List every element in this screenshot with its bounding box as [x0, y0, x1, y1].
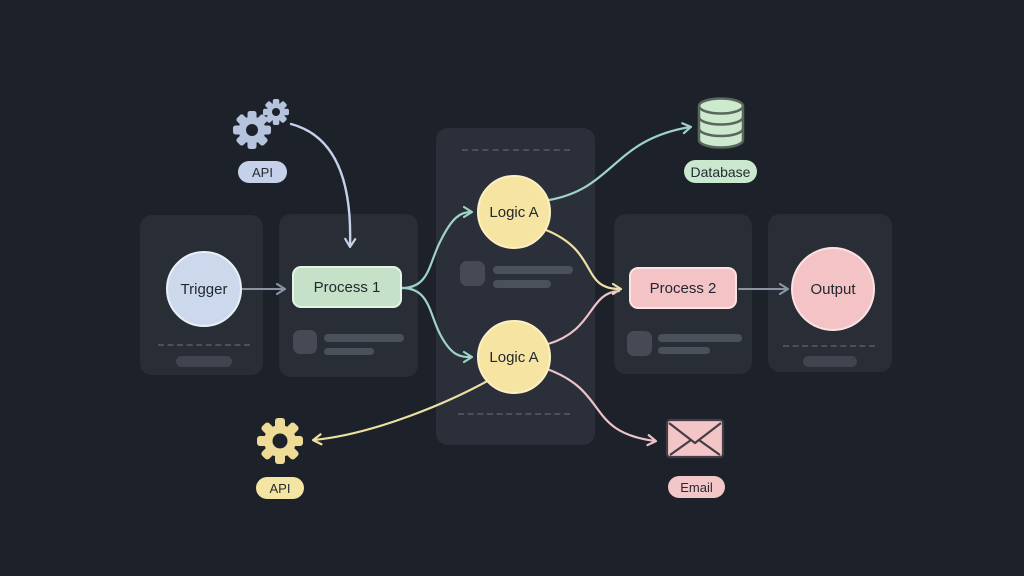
skeleton-square [293, 330, 317, 354]
email-icon[interactable] [665, 418, 725, 459]
node-trigger[interactable]: Trigger [166, 251, 242, 327]
database-icon[interactable] [697, 97, 745, 149]
email-badge-label: Email [680, 479, 713, 495]
skeleton-bar [493, 266, 573, 274]
node-logic-a-top-label: Logic A [489, 203, 539, 221]
skeleton-dashes [158, 344, 250, 346]
api-badge-top-label: API [252, 164, 273, 180]
skeleton-bar [324, 348, 374, 355]
node-logic-a-top[interactable]: Logic A [477, 175, 551, 249]
node-output-label: Output [810, 280, 856, 298]
gear-icon[interactable] [257, 418, 303, 464]
node-logic-a-bottom[interactable]: Logic A [477, 320, 551, 394]
skeleton-bar [324, 334, 404, 342]
skeleton-dashes [458, 413, 570, 415]
email-badge[interactable]: Email [668, 476, 725, 498]
node-process2[interactable]: Process 2 [629, 267, 737, 309]
skeleton-square [627, 331, 652, 356]
node-logic-a-bottom-label: Logic A [489, 348, 539, 366]
api-badge-top[interactable]: API [238, 161, 287, 183]
node-process1[interactable]: Process 1 [292, 266, 402, 308]
skeleton-pill [176, 356, 232, 367]
database-badge-label: Database [690, 163, 751, 180]
skeleton-pill [803, 356, 857, 367]
node-process1-label: Process 1 [313, 278, 381, 296]
node-output[interactable]: Output [791, 247, 875, 331]
skeleton-dashes [462, 149, 570, 151]
database-badge[interactable]: Database [684, 160, 757, 183]
node-trigger-label: Trigger [180, 280, 228, 298]
skeleton-bar [493, 280, 551, 288]
skeleton-dashes [783, 345, 875, 347]
skeleton-square [460, 261, 485, 286]
gears-icon[interactable] [233, 99, 289, 149]
node-process2-label: Process 2 [649, 279, 717, 297]
api-badge-bottom[interactable]: API [256, 477, 304, 499]
api-badge-bottom-label: API [269, 480, 291, 496]
skeleton-bar [658, 347, 710, 354]
skeleton-bar [658, 334, 742, 342]
